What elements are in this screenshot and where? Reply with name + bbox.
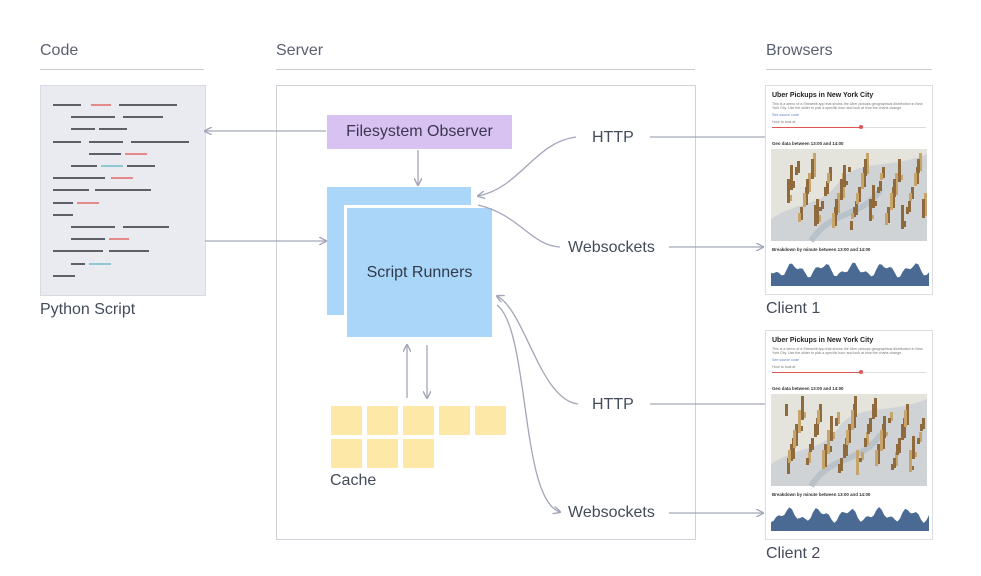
filesystem-observer: Filesystem Observer — [327, 115, 512, 149]
code-line — [53, 250, 103, 253]
client2-http-curve — [497, 296, 579, 405]
code-line — [89, 152, 121, 155]
code-line — [101, 165, 123, 167]
app-description: This is a demo of a Streamlit app that s… — [772, 102, 923, 111]
app-title: Uber Pickups in New York City — [772, 92, 874, 99]
cache-cell — [439, 406, 470, 435]
server-section-title: Server — [276, 42, 324, 59]
script-runners: Script Runners — [347, 208, 492, 337]
cache-label: Cache — [330, 472, 377, 489]
code-line — [53, 177, 105, 180]
app-description: This is a demo of a Streamlit app that s… — [772, 347, 923, 356]
cache-cell — [331, 406, 362, 435]
client-1-label: Client 1 — [766, 300, 821, 317]
code-line — [71, 128, 95, 131]
code-line — [53, 201, 73, 204]
code-line — [109, 250, 149, 253]
code-line — [123, 116, 163, 119]
code-section-title: Code — [40, 42, 79, 59]
code-line — [99, 128, 127, 131]
browser-client-1: Uber Pickups in New York City This is a … — [765, 85, 933, 295]
slider-label: Hour to look at — [772, 120, 796, 124]
map-heading: Geo data between 13:00 and 14:00 — [772, 141, 844, 146]
code-line — [109, 238, 129, 241]
server-section-rule — [276, 69, 695, 70]
area-chart — [771, 256, 929, 286]
code-line — [77, 201, 99, 204]
code-line — [89, 262, 111, 265]
cache-cell — [403, 439, 434, 468]
client-2-label: Client 2 — [766, 545, 821, 562]
cache-cell — [475, 406, 506, 435]
slider-fill — [772, 372, 860, 373]
code-line — [119, 104, 177, 106]
client1-http-label: HTTP — [592, 129, 634, 147]
code-line — [71, 238, 105, 241]
code-section-rule — [40, 69, 204, 70]
browser-client-2: Uber Pickups in New York City This is a … — [765, 330, 933, 540]
client2-websockets-label: Websockets — [568, 504, 655, 522]
client2-http-label: HTTP — [592, 396, 634, 414]
app-title: Uber Pickups in New York City — [772, 337, 874, 344]
slider-handle[interactable] — [859, 125, 863, 129]
cache-cell — [403, 406, 434, 435]
code-line — [53, 104, 81, 106]
code-line — [125, 152, 147, 155]
client1-websockets-label: Websockets — [568, 239, 655, 257]
area-chart — [771, 501, 929, 531]
chart-heading: Breakdown by minute between 13:00 and 14… — [772, 492, 871, 497]
code-line — [127, 165, 155, 167]
cache-cell — [367, 439, 398, 468]
client2-ws-curve — [496, 304, 560, 512]
python-script-panel — [40, 85, 206, 296]
source-link[interactable]: See source code — [772, 113, 799, 117]
chart-heading: Breakdown by minute between 13:00 and 14… — [772, 247, 871, 252]
cache-cell — [367, 406, 398, 435]
cache-cell — [331, 439, 362, 468]
slider-label: Hour to look at — [772, 365, 796, 369]
code-line — [123, 226, 169, 228]
slider-fill — [772, 127, 860, 128]
slider-handle[interactable] — [859, 370, 863, 374]
code-line — [53, 140, 81, 143]
client1-http-curve — [478, 136, 577, 196]
code-line — [71, 262, 85, 265]
code-line — [111, 177, 133, 180]
code-line — [131, 140, 189, 143]
map-heading: Geo data between 13:00 and 14:00 — [772, 386, 844, 391]
client1-ws-curve — [477, 204, 561, 248]
geo-map — [771, 394, 927, 488]
code-line — [71, 116, 115, 119]
code-line — [89, 140, 123, 143]
browsers-section-title: Browsers — [766, 42, 833, 59]
python-script-label: Python Script — [40, 301, 136, 318]
code-line — [53, 274, 75, 277]
code-line — [53, 189, 89, 192]
code-line — [53, 213, 73, 216]
code-line — [71, 165, 97, 167]
browsers-section-rule — [766, 69, 932, 70]
code-line — [91, 104, 111, 106]
geo-map — [771, 149, 927, 243]
code-line — [71, 226, 115, 228]
code-line — [95, 189, 151, 192]
source-link[interactable]: See source code — [772, 358, 799, 362]
